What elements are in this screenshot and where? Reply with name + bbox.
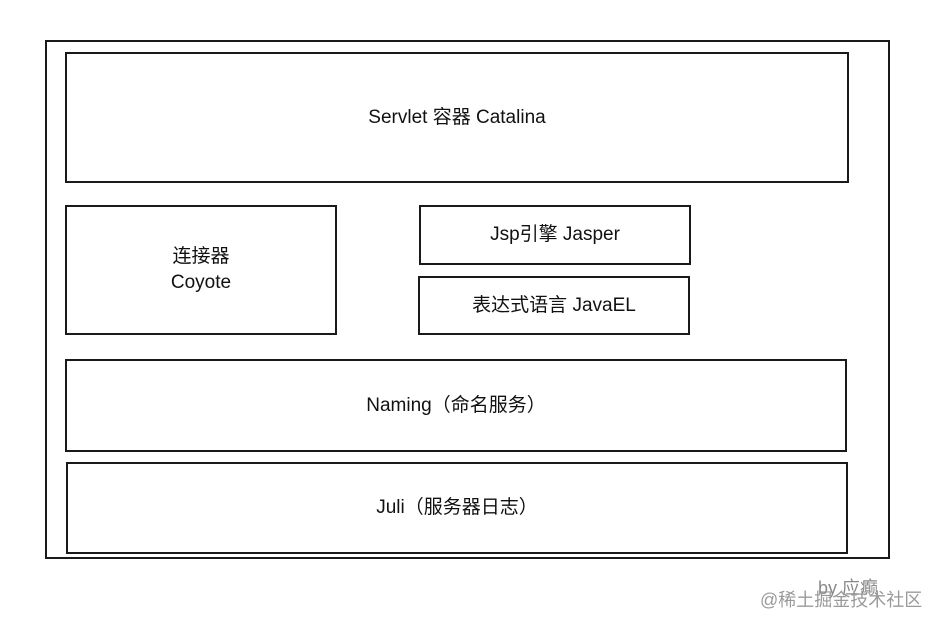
catalina-container-box: Servlet 容器 Catalina [65,52,849,183]
coyote-connector-box: 连接器 Coyote [65,205,337,335]
catalina-label: Servlet 容器 Catalina [368,106,546,128]
naming-label: Naming（命名服务） [366,394,546,416]
javael-box: 表达式语言 JavaEL [418,276,690,335]
juli-label: Juli（服务器日志） [376,497,538,518]
naming-service-box: Naming（命名服务） [65,359,847,452]
author-watermark: by 应癫 [818,578,879,598]
site-watermark: @稀土掘金技术社区 [760,590,923,610]
jasper-label: Jsp引擎 Jasper [490,224,620,245]
connector-label-line2: Coyote [170,272,232,293]
jasper-engine-box: Jsp引擎 Jasper [419,205,691,265]
connector-label-line1: 连接器 [172,246,230,267]
juli-logging-box: Juli（服务器日志） [66,462,848,554]
javael-label: 表达式语言 JavaEL [472,294,636,316]
